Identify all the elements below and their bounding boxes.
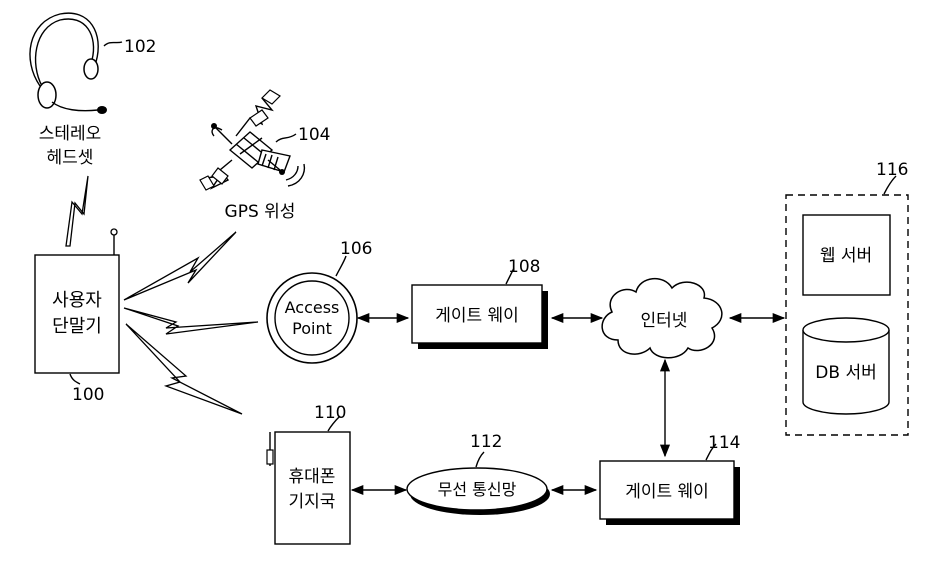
base-station-antenna-mount <box>266 449 274 465</box>
base-station-leader-line <box>327 415 341 432</box>
gateway-top-ref: 108 <box>508 257 540 277</box>
gps-link-lightning-icon <box>123 231 237 301</box>
terminal-leader-line <box>69 373 81 385</box>
db-server-label: DB 서버 <box>815 363 876 383</box>
server-group-boundary <box>785 194 909 436</box>
terminal-label-line1: 사용자 <box>52 290 102 311</box>
db-server-cylinder-icon <box>802 317 890 415</box>
base-station-ref: 110 <box>314 403 346 423</box>
access-point-label-line1: Access <box>285 298 340 317</box>
gateway-top-box <box>411 284 543 344</box>
server-group-leader-line <box>883 175 897 195</box>
base-station-label-line1: 휴대폰 <box>289 467 336 487</box>
web-server-label: 웹 서버 <box>820 246 872 266</box>
access-point-inner-ring <box>274 280 350 356</box>
gateway-top-label: 게이트 웨이 <box>435 306 519 326</box>
satellite-icon <box>199 89 306 191</box>
access-point-label-line2: Point <box>292 319 332 338</box>
internet-cloud-icon <box>601 278 723 359</box>
base-station-box <box>274 431 351 545</box>
server-group-ref: 116 <box>876 160 908 180</box>
terminal-ref: 100 <box>72 385 104 405</box>
gateway-bottom-box <box>599 460 735 520</box>
wireless-network-label: 무선 통신망 <box>438 480 517 499</box>
wireless-network-ellipse <box>406 467 548 511</box>
ap-link-lightning-icon <box>123 307 259 335</box>
gateway-bottom-label: 게이트 웨이 <box>625 482 709 502</box>
satellite-label: GPS 위성 <box>225 202 296 222</box>
headset-label-line2: 헤드셋 <box>47 148 94 168</box>
headset-link-lightning-icon <box>65 175 89 247</box>
base-station-label-line2: 기지국 <box>289 492 336 512</box>
internet-label: 인터넷 <box>641 311 688 331</box>
satellite-leader-line <box>275 133 297 143</box>
base-station-link-lightning-icon <box>125 323 243 415</box>
gateway-bottom-ref: 114 <box>708 433 740 453</box>
satellite-ref: 104 <box>298 125 330 145</box>
gateway-bottom-leader-line <box>705 443 717 461</box>
gateway-top-leader-line <box>505 267 515 285</box>
wireless-network-ref: 112 <box>470 432 502 452</box>
headset-leader-line <box>103 41 123 47</box>
user-terminal-box <box>34 254 120 374</box>
access-point-leader-line <box>335 255 347 277</box>
terminal-label-line2: 단말기 <box>52 316 102 337</box>
headset-ref: 102 <box>124 37 156 57</box>
terminal-antenna-tip <box>110 228 118 236</box>
web-server-box <box>802 214 891 296</box>
headset-label-line1: 스테레오 <box>39 124 102 144</box>
access-point-ref: 106 <box>340 239 372 259</box>
wireless-network-leader-line <box>475 451 485 468</box>
headset-icon <box>29 12 107 114</box>
